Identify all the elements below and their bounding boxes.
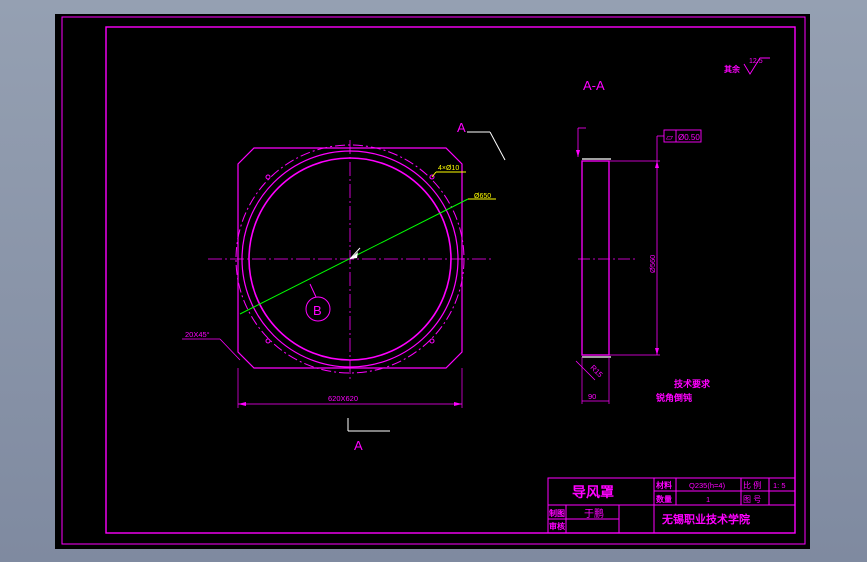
- cut-label-top: A: [457, 120, 466, 135]
- bolt-hole: [429, 174, 435, 180]
- quantity-label: 数量: [656, 494, 672, 504]
- diameter-label: Ø560: [648, 255, 657, 273]
- part-name: 导风罩: [572, 484, 614, 500]
- scale-value: 1: 5: [773, 481, 786, 490]
- section-cut-markers: A A: [347, 120, 506, 453]
- drawn-by-value: 于鹏: [584, 507, 604, 520]
- leader-tick: [349, 247, 361, 260]
- tolerance-frame: [663, 129, 702, 143]
- overall-size-label: 620X620: [328, 394, 358, 403]
- drawing-no-label: 图 号: [743, 495, 761, 504]
- title-block: [547, 477, 796, 534]
- inner-frame: [105, 26, 796, 534]
- dia-arrow-top: [655, 161, 659, 168]
- square-plate-outline: [237, 147, 463, 369]
- detail-b-label: B: [313, 303, 322, 318]
- flatness-symbol: ⏥: [666, 132, 673, 142]
- roughness-value: 12.5: [749, 58, 763, 65]
- dim-arrow-right: [454, 402, 462, 406]
- roughness-symbol: 其余 12.5: [724, 57, 770, 75]
- bolt-hole: [429, 338, 435, 344]
- radius-leader: [575, 360, 596, 381]
- dim-arrow-left: [238, 402, 246, 406]
- section-title: A-A: [583, 78, 605, 93]
- drawn-by-label: 制图: [549, 508, 565, 518]
- detail-b-circle: [305, 296, 331, 322]
- checked-by-label: 审核: [549, 521, 565, 531]
- chamfer-leader: [219, 338, 241, 361]
- holes-label: 4×Ø10: [438, 165, 459, 172]
- title-block-text: 导风罩 材料 Q235(h=4) 比 例 1: 5 数量 1 图 号 制图 于鹏…: [549, 480, 786, 531]
- cut-label-bottom: A: [354, 438, 363, 453]
- detail-b-leader: [309, 283, 317, 298]
- scale-label: 比 例: [743, 480, 761, 490]
- bolt-circle-label: Ø650: [474, 193, 491, 200]
- bolt-hole: [265, 338, 271, 344]
- flatness-value: Ø0.50: [678, 133, 700, 142]
- thickness-label: 90: [588, 392, 596, 401]
- bolt-hole: [265, 174, 271, 180]
- notes-heading: 技术要求: [674, 378, 711, 389]
- school-name: 无锡职业技术学院: [661, 512, 750, 526]
- material-label: 材料: [656, 480, 672, 490]
- roughness-label: 其余: [724, 64, 741, 74]
- technical-notes: 技术要求 锐角倒钝: [656, 378, 711, 403]
- chamfer-label: 20X45°: [185, 330, 210, 339]
- cut-arrow-top: [489, 131, 506, 161]
- drawing-sheet: [55, 14, 810, 549]
- notes-line: 锐角倒钝: [656, 392, 692, 403]
- holes-leader: [431, 171, 437, 178]
- dia-arrow-bottom: [655, 348, 659, 355]
- material-value: Q235(h=4): [689, 481, 726, 490]
- quantity-value: 1: [706, 495, 710, 504]
- flatness-arrow: [576, 150, 580, 157]
- section-body: [581, 160, 610, 356]
- roughness-check-icon: [743, 57, 770, 75]
- front-view: B 4×Ø10 Ø650 20X45° 620X620: [182, 140, 496, 408]
- outer-border: [61, 16, 806, 545]
